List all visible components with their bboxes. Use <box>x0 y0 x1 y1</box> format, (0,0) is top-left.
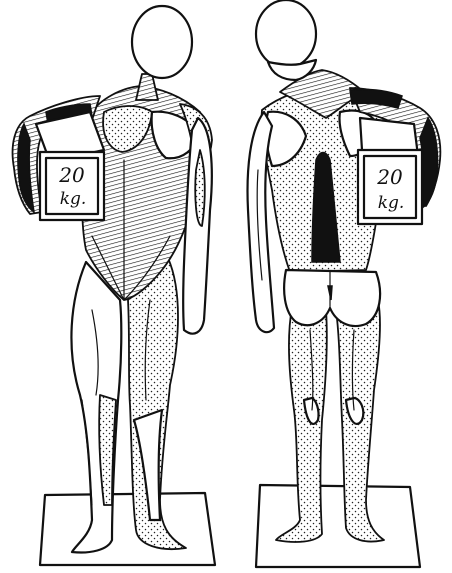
front-figure: 20 kg. <box>13 6 215 565</box>
front-base-platform <box>40 493 215 565</box>
front-head <box>132 6 192 78</box>
front-box-number: 20 <box>58 163 85 187</box>
back-base-platform <box>256 485 420 567</box>
back-box-unit: kg. <box>378 193 405 213</box>
front-box-unit: kg. <box>60 189 87 209</box>
back-head <box>256 0 316 68</box>
back-figure: 20 kg. <box>248 0 441 567</box>
back-box-number: 20 <box>376 165 403 189</box>
back-buttocks <box>284 270 380 326</box>
